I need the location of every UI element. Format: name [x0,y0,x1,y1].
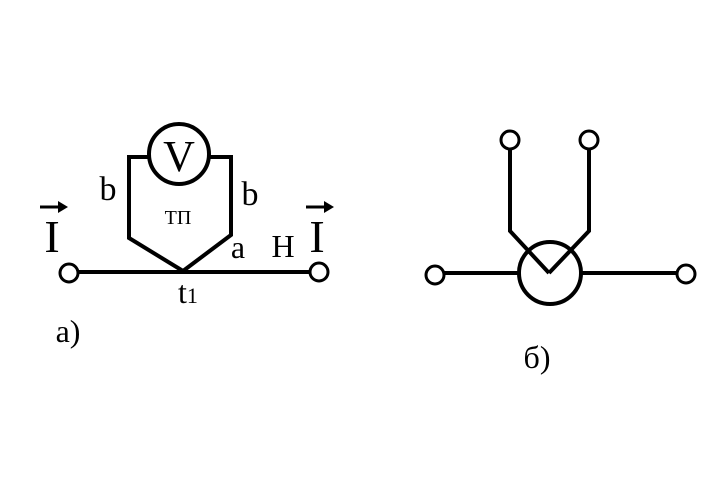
junction-label-subscript: 1 [187,283,198,308]
diagram-b: б) [424,129,697,375]
current-right-label: I [309,211,324,262]
terminal-top-left-b [499,129,521,151]
diagram-a: V ТП b b a Н t1 I I а) [40,122,334,349]
vector-arrowhead-right-icon [324,201,334,213]
caption-a: а) [56,313,81,349]
right-wire-label: b [242,176,259,213]
lead-left-b [508,148,551,275]
current-vector-right: I [306,201,334,262]
right-segment-label: Н [271,228,294,264]
voltmeter-circle [147,122,211,186]
terminal-right-b [675,263,697,285]
junction-label: t1 [178,274,198,310]
terminal-right-a [308,261,330,283]
thermocouple-right-leg [181,155,233,273]
caption-b: б) [524,339,551,375]
voltmeter-symbol: V [163,132,195,181]
thermocouple-left-leg [127,155,185,273]
current-left-label: I [44,211,59,262]
terminal-left-b [424,264,446,286]
vector-arrowhead-left-icon [58,201,68,213]
thermocouple-label: ТП [165,207,192,229]
current-vector-left: I [40,201,68,262]
terminal-left-a [58,262,80,284]
lead-right-b [547,148,591,275]
terminal-top-right-b [578,129,600,151]
junction-branch-label: a [231,229,245,265]
junction-label-main: t [178,274,187,310]
left-wire-label: b [100,171,117,208]
